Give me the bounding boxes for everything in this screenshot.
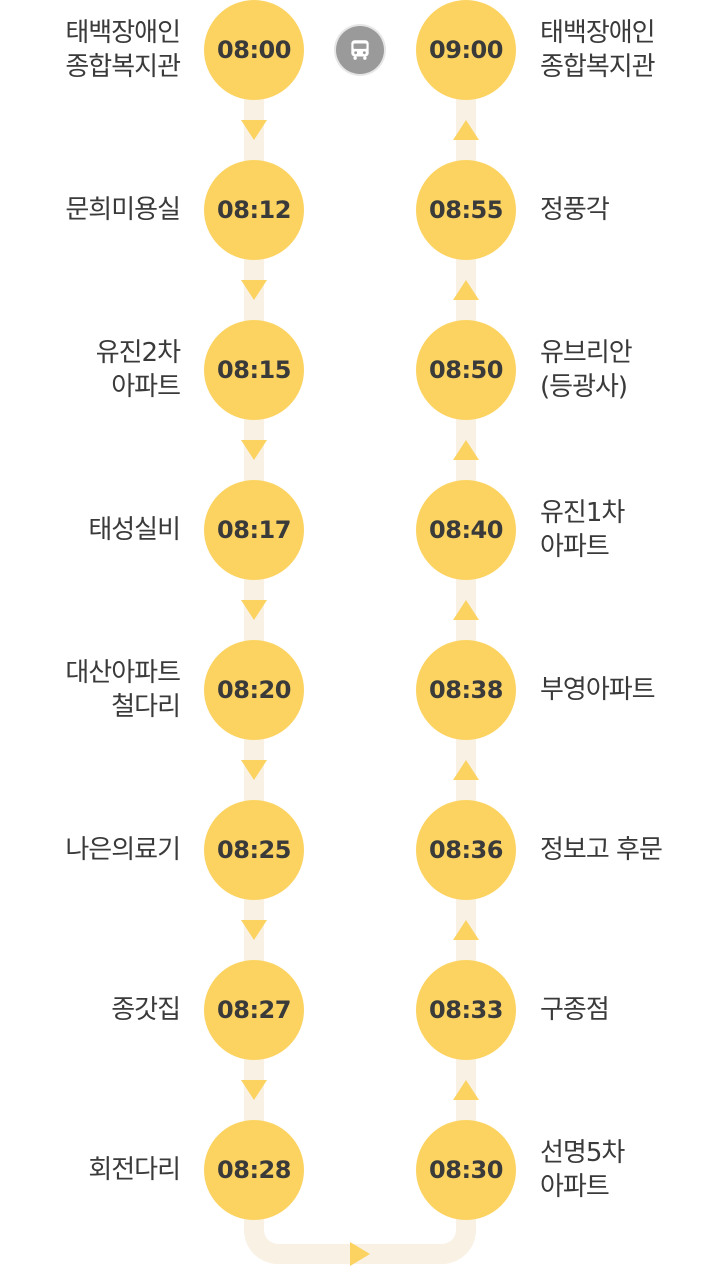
stop-name: 유브리안(등광사) [540,338,633,402]
bus-badge [336,26,384,74]
stop-name: 회전다리 [88,1155,181,1185]
direction-arrow [453,120,479,140]
stop-time: 08:00 [204,0,304,100]
direction-arrow [453,440,479,460]
direction-arrow [453,600,479,620]
direction-arrow [453,1080,479,1100]
stop-name: 부영아파트 [540,675,656,705]
stop-name: 정보고 후문 [540,835,663,865]
turn-arrow [350,1242,370,1266]
stop-time: 08:27 [204,960,304,1060]
stop-time: 08:20 [204,640,304,740]
stop-name: 문희미용실 [65,195,181,225]
direction-arrow [241,440,267,460]
stop-time: 08:40 [416,480,516,580]
direction-arrow [241,920,267,940]
direction-arrow [241,1080,267,1100]
stop-time: 08:25 [204,800,304,900]
stop-name: 구종점 [540,995,610,1025]
stop-time: 08:12 [204,160,304,260]
direction-arrow [241,280,267,300]
direction-arrow [241,120,267,140]
stop-time: 08:55 [416,160,516,260]
stop-time: 08:33 [416,960,516,1060]
direction-arrow [453,920,479,940]
stop-time: 09:00 [416,0,516,100]
bus-icon [351,40,369,60]
stop-time: 08:15 [204,320,304,420]
stop-time: 08:17 [204,480,304,580]
stop-time: 08:36 [416,800,516,900]
stop-time: 08:50 [416,320,516,420]
direction-arrow [241,600,267,620]
stop-name: 태성실비 [88,515,181,545]
stop-time: 08:38 [416,640,516,740]
stop-name: 나은의료기 [65,835,181,865]
stop-name: 종갓집 [111,995,181,1025]
direction-arrow [453,280,479,300]
direction-arrow [453,760,479,780]
stop-time: 08:30 [416,1120,516,1220]
stop-name: 정풍각 [540,195,610,225]
stop-time: 08:28 [204,1120,304,1220]
direction-arrow [241,760,267,780]
